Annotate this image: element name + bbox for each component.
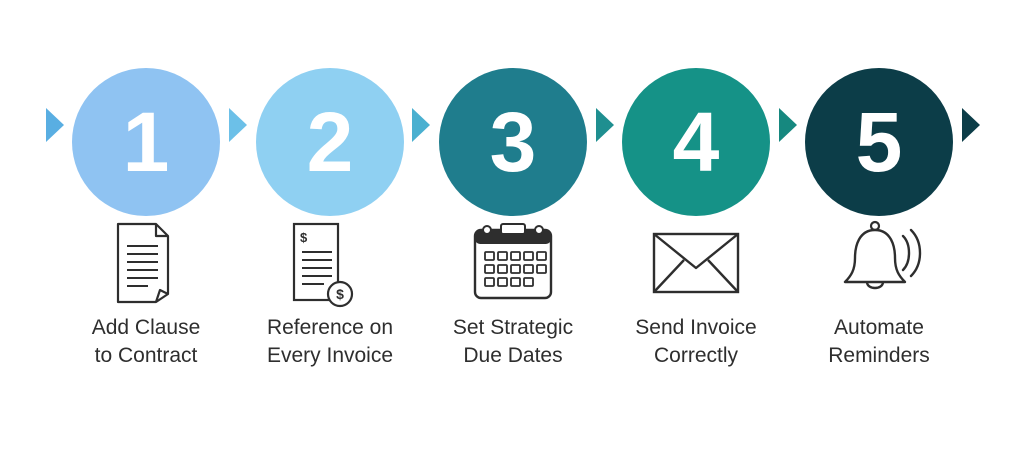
step-1: 1 Add Clause to Contract bbox=[56, 0, 236, 450]
step-3: 3 Set Str bbox=[423, 0, 603, 450]
step-label: Reference on Every Invoice bbox=[266, 316, 394, 367]
arrow-icon bbox=[46, 108, 64, 142]
step-number-circle: 2 bbox=[256, 68, 404, 216]
step-number: 2 bbox=[306, 95, 354, 189]
arrow-icon bbox=[962, 108, 980, 142]
invoice-dollar-icon: $ $ bbox=[280, 218, 380, 308]
arrow-icon bbox=[779, 108, 797, 142]
step-number-circle: 5 bbox=[805, 68, 953, 216]
svg-text:$: $ bbox=[300, 230, 308, 245]
step-number-circle: 3 bbox=[439, 68, 587, 216]
step-label: Send Invoice Correctly bbox=[635, 316, 757, 367]
bell-icon bbox=[829, 218, 929, 308]
step-number: 3 bbox=[489, 95, 537, 189]
step-number: 4 bbox=[672, 95, 720, 189]
step-number: 5 bbox=[855, 95, 903, 189]
calendar-icon bbox=[463, 218, 563, 308]
step-label: Add Clause to Contract bbox=[91, 316, 201, 367]
arrow-icon bbox=[596, 108, 614, 142]
step-5: 5 Automate Reminders bbox=[789, 0, 969, 450]
document-icon bbox=[96, 218, 196, 308]
step-number: 1 bbox=[122, 95, 170, 189]
arrow-icon bbox=[412, 108, 430, 142]
step-number-circle: 1 bbox=[72, 68, 220, 216]
step-label: Automate Reminders bbox=[828, 316, 930, 367]
envelope-icon bbox=[646, 218, 746, 308]
svg-text:$: $ bbox=[336, 286, 344, 302]
arrow-icon bbox=[229, 108, 247, 142]
step-2: 2 $ $ Reference on Every Invoice bbox=[240, 0, 420, 450]
step-4: 4 Send Invoice Correctly bbox=[606, 0, 786, 450]
step-number-circle: 4 bbox=[622, 68, 770, 216]
step-label: Set Strategic Due Dates bbox=[452, 316, 574, 367]
